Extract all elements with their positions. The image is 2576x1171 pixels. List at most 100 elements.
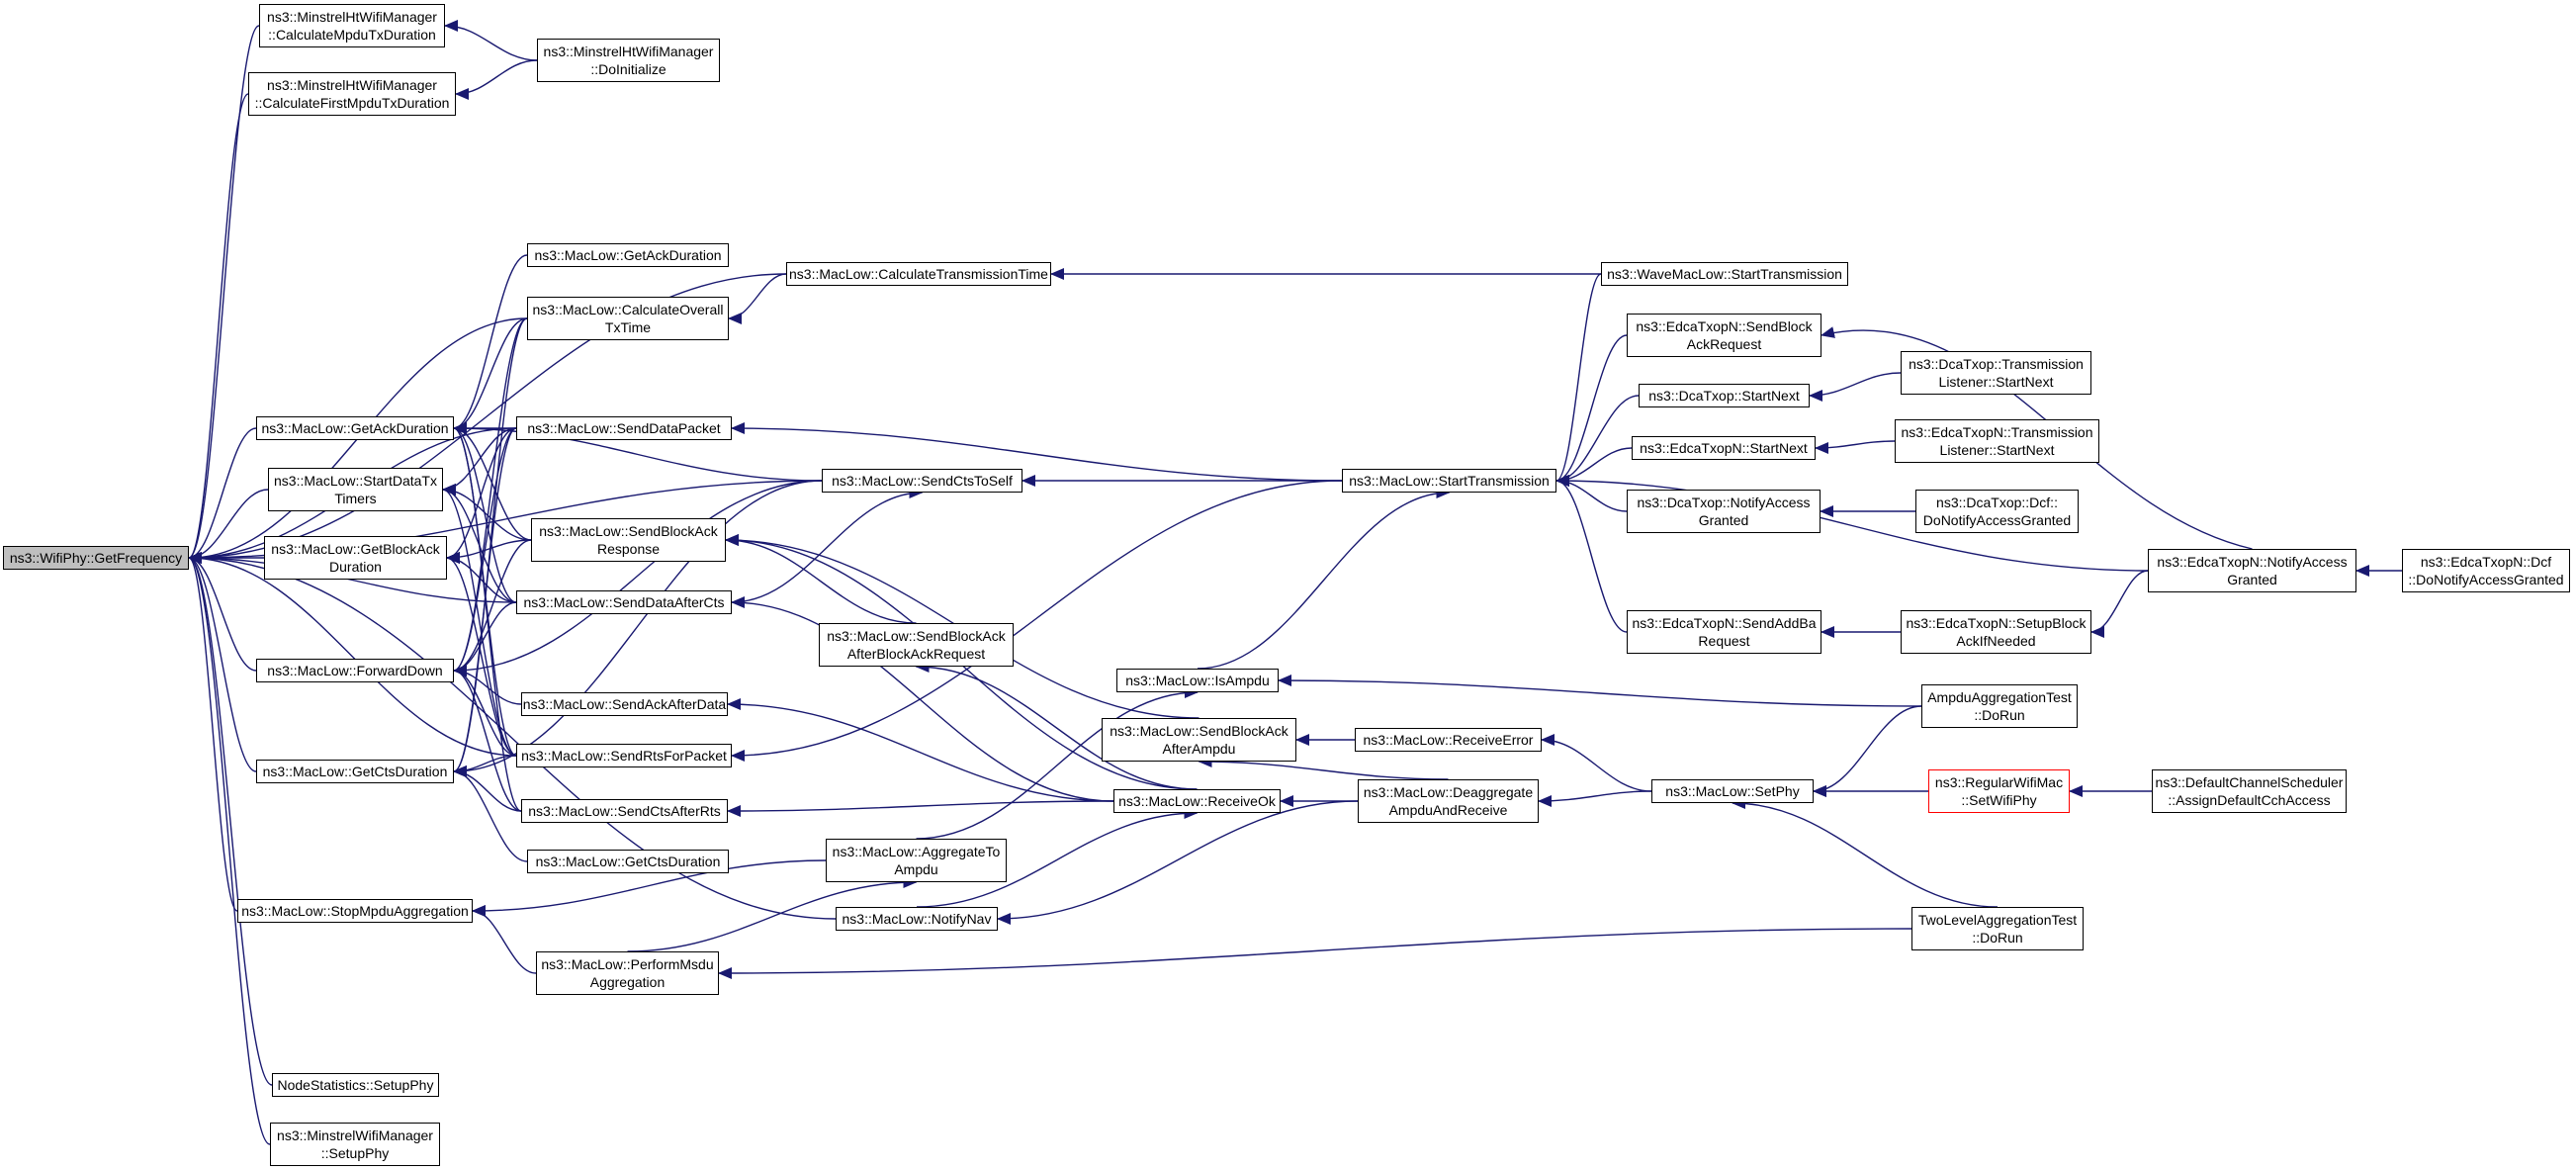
node-maclow-sendackafterdata[interactable]: ns3::MacLow::SendAckAfterData — [521, 692, 728, 716]
call-edge-87 — [1732, 797, 1999, 908]
node-minstrelht-doinitialize[interactable]: ns3::MinstrelHtWifiManager::DoInitialize — [537, 39, 720, 82]
node-maclow-getackduration-secondary[interactable]: ns3::MacLow::GetAckDuration — [527, 243, 729, 267]
node-label-line: ns3::EdcaTxopN::SendBlock — [1636, 318, 1813, 334]
call-edge-15 — [188, 552, 837, 920]
node-dcatxop-startnext[interactable]: ns3::DcaTxop::StartNext — [1639, 384, 1810, 407]
call-edge-53 — [1555, 273, 1602, 487]
node-maclow-calculatetransmissiontime[interactable]: ns3::MacLow::CalculateTransmissionTime — [786, 262, 1051, 286]
node-label-line: ns3::MacLow::GetCtsDuration — [262, 764, 448, 779]
node-maclow-sendctstoself[interactable]: ns3::MacLow::SendCtsToSelf — [822, 469, 1022, 493]
node-maclow-receiveok[interactable]: ns3::MacLow::ReceiveOk — [1113, 789, 1281, 813]
node-label-line: ns3::MacLow::StartTransmission — [1349, 473, 1550, 489]
call-edge-18 — [455, 59, 538, 100]
call-edge-85 — [1813, 705, 1922, 797]
node-maclow-sendctsafterrts[interactable]: ns3::MacLow::SendCtsAfterRts — [521, 799, 728, 823]
node-wavemaclow-starttransmission[interactable]: ns3::WaveMacLow::StartTransmission — [1601, 262, 1848, 286]
node-twolevelaggregationtest-dorun[interactable]: TwoLevelAggregationTest::DoRun — [1911, 907, 2084, 950]
node-label-line: ns3::MacLow::Deaggregate — [1363, 784, 1534, 800]
call-edge-66 — [2090, 570, 2149, 638]
node-label-line: ::DoRun — [1974, 707, 2025, 723]
node-ampduaggregationtest-dorun[interactable]: AmpduAggregationTest::DoRun — [1921, 684, 2078, 728]
node-label-line: ns3::MacLow::NotifyNav — [842, 911, 992, 927]
call-edge-73 — [731, 596, 1114, 802]
node-maclow-setphy[interactable]: ns3::MacLow::SetPhy — [1651, 779, 1814, 803]
call-edge-17 — [444, 20, 538, 61]
node-label-line: TxTime — [604, 319, 652, 335]
node-label-line: ns3::MinstrelHtWifiManager — [543, 44, 714, 59]
node-label-line: AfterAmpdu — [1162, 741, 1236, 757]
node-edcatxopn-startnext[interactable]: ns3::EdcaTxopN::StartNext — [1632, 436, 1816, 460]
node-nodestatistics-setupphy[interactable]: NodeStatistics::SetupPhy — [272, 1073, 439, 1097]
node-maclow-senddataaftercts[interactable]: ns3::MacLow::SendDataAfterCts — [516, 590, 732, 614]
node-maclow-getctsduration-secondary[interactable]: ns3::MacLow::GetCtsDuration — [527, 850, 729, 873]
node-label-line: ns3::MacLow::SetPhy — [1665, 783, 1800, 799]
node-label-line: ::SetWifiPhy — [1961, 792, 2037, 808]
node-minstrelwifimanager-setupphy[interactable]: ns3::MinstrelWifiManager::SetupPhy — [270, 1123, 440, 1166]
node-label-line: ns3::MacLow::CalculateOverall — [532, 302, 724, 317]
node-maclow-isampdu[interactable]: ns3::MacLow::IsAmpdu — [1116, 669, 1279, 692]
node-maclow-sendrtsforpacket[interactable]: ns3::MacLow::SendRtsForPacket — [516, 744, 732, 767]
node-defaultchannelscheduler-assigndefaultcchaccess[interactable]: ns3::DefaultChannelScheduler::AssignDefa… — [2152, 769, 2347, 813]
node-edcatxopn-dcf-donotifyaccessgranted[interactable]: ns3::EdcaTxopN::Dcf::DoNotifyAccessGrant… — [2402, 549, 2570, 592]
call-edge-6 — [188, 552, 257, 772]
node-label-line: ::SetupPhy — [320, 1145, 390, 1161]
call-edge-61 — [1815, 440, 1896, 454]
node-label-line: ns3::DcaTxop::NotifyAccess — [1637, 495, 1811, 510]
node-label-line: NodeStatistics::SetupPhy — [277, 1077, 434, 1093]
call-edge-70 — [1197, 487, 1451, 670]
call-edge-59 — [1555, 475, 1628, 633]
call-edge-14 — [188, 552, 517, 757]
call-edge-83 — [1538, 790, 1652, 807]
node-maclow-getctsduration[interactable]: ns3::MacLow::GetCtsDuration — [256, 760, 454, 783]
node-minstrelht-calculatempdutxduration[interactable]: ns3::MinstrelHtWifiManager::CalculateMpd… — [259, 4, 445, 47]
call-edge-92 — [718, 928, 1912, 979]
node-maclow-starttransmission[interactable]: ns3::MacLow::StartTransmission — [1342, 469, 1556, 493]
node-label-line: Response — [596, 541, 661, 557]
node-maclow-getackduration[interactable]: ns3::MacLow::GetAckDuration — [256, 416, 454, 440]
call-edge-90 — [916, 686, 1199, 840]
node-label-line: ns3::MacLow::SendBlockAck — [1110, 723, 1288, 739]
node-maclow-notifynav[interactable]: ns3::MacLow::NotifyNav — [836, 907, 998, 931]
node-label-line: ns3::WaveMacLow::StartTransmission — [1607, 266, 1842, 282]
node-label-line: AmpduAggregationTest — [1927, 689, 2072, 705]
call-edge-49 — [472, 859, 827, 917]
call-edge-34 — [446, 552, 517, 757]
node-label-line: ns3::DcaTxop::Dcf:: — [1936, 495, 2058, 510]
node-regularwifimac-setwifiphy[interactable]: ns3::RegularWifiMac::SetWifiPhy — [1928, 769, 2070, 813]
node-label-line: ns3::MacLow::SendBlockAck — [539, 523, 718, 539]
node-label-line: ::DoNotifyAccessGranted — [2408, 572, 2564, 587]
call-edge-67 — [731, 422, 1343, 482]
node-minstrelht-calculatefirstmpdutxduration[interactable]: ns3::MinstrelHtWifiManager::CalculateFir… — [248, 72, 456, 116]
node-label-line: ns3::MacLow::SendCtsAfterRts — [528, 803, 721, 819]
node-label-line: ns3::EdcaTxopN::SetupBlock — [1906, 615, 2087, 631]
node-maclow-stopmpduaggregation[interactable]: ns3::MacLow::StopMpduAggregation — [237, 899, 473, 923]
call-edge-50 — [472, 905, 537, 974]
node-wifiphy-getfrequency[interactable]: ns3::WifiPhy::GetFrequency — [3, 546, 189, 570]
node-maclow-receiveerror[interactable]: ns3::MacLow::ReceiveError — [1355, 728, 1542, 752]
node-label-line: ns3::DefaultChannelScheduler — [2155, 774, 2344, 790]
node-maclow-forwarddown[interactable]: ns3::MacLow::ForwardDown — [256, 659, 454, 682]
node-maclow-senddatapacket[interactable]: ns3::MacLow::SendDataPacket — [516, 416, 732, 440]
node-dcatxop-dcf-donotifyaccessgranted[interactable]: ns3::DcaTxop::Dcf::DoNotifyAccessGranted — [1915, 490, 2079, 533]
call-edge-40 — [453, 665, 522, 812]
node-label-line: ns3::MinstrelHtWifiManager — [267, 9, 437, 25]
node-label-line: ns3::MacLow::GetAckDuration — [261, 420, 449, 436]
node-label-line: ns3::MacLow::IsAmpdu — [1125, 673, 1270, 688]
call-edge-41 — [453, 427, 517, 676]
